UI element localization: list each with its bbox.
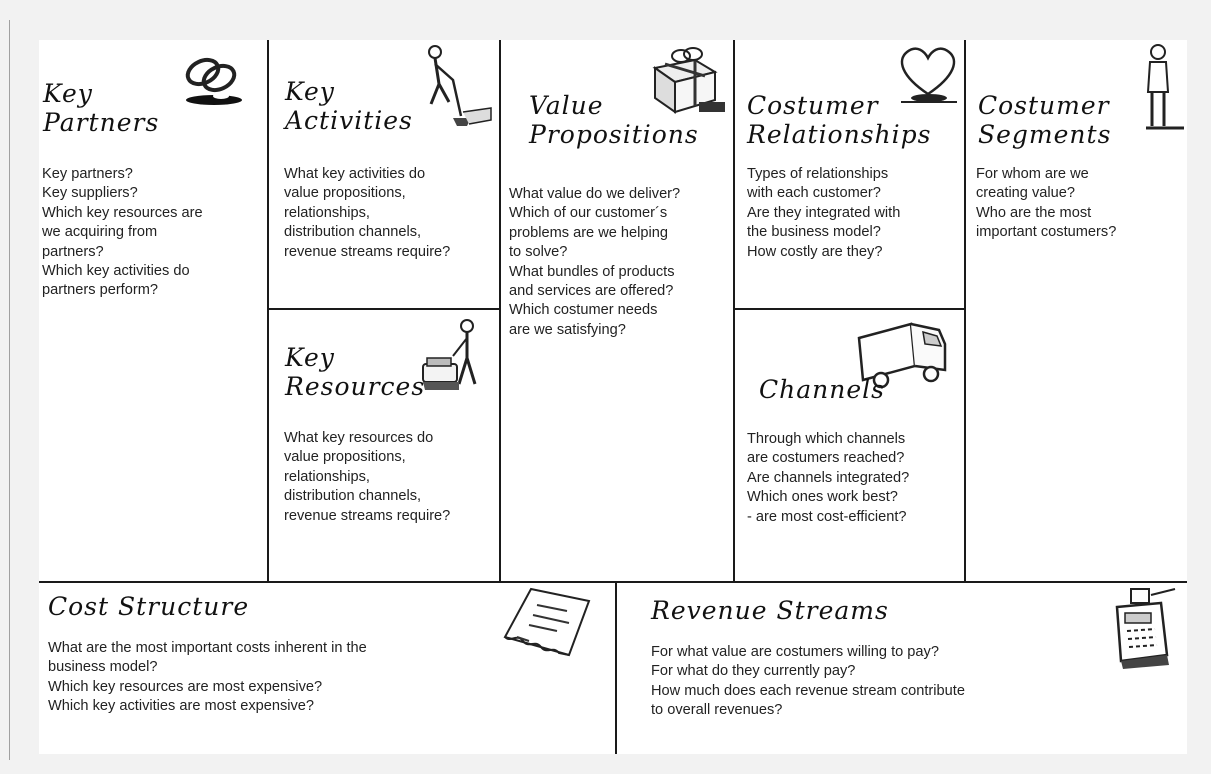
receipt-icon bbox=[497, 585, 597, 669]
cost-structure-block: Cost Structure What are the most importa… bbox=[39, 583, 615, 754]
business-model-canvas: Key Partners Key partners? Key suppliers… bbox=[39, 40, 1187, 754]
person-with-machine-icon bbox=[419, 312, 491, 398]
text-line: For what do they currently pay? bbox=[651, 663, 856, 680]
text-line: Which of our customer´s bbox=[509, 205, 668, 222]
divider-cost-revenue bbox=[615, 582, 617, 754]
text-line: Key partners? bbox=[42, 166, 133, 182]
text-line: revenue streams require? bbox=[284, 507, 451, 524]
customer-segments-text: For whom are we creating value? Who are … bbox=[976, 165, 1116, 243]
delivery-truck-icon bbox=[851, 314, 955, 396]
text-line: distribution channels, bbox=[284, 224, 422, 241]
text-line: What key activities do bbox=[284, 166, 426, 182]
divider-top-bottom bbox=[39, 581, 1187, 583]
key-partners-title: Key Partners bbox=[43, 79, 160, 137]
channels-block: Channels Through which channels are cost… bbox=[735, 310, 964, 581]
text-line: Which key resources are most expensive? bbox=[48, 678, 323, 695]
customer-relationships-title: Costumer Relationships bbox=[747, 91, 932, 149]
text-line: partners? bbox=[42, 243, 104, 260]
divider-relationships-channels bbox=[734, 308, 965, 310]
text-line: to solve? bbox=[509, 244, 568, 261]
customer-segments-title: Costumer Segments bbox=[978, 91, 1112, 149]
channels-text: Through which channels are costumers rea… bbox=[747, 430, 909, 527]
text-line: and services are offered? bbox=[509, 283, 674, 300]
cost-structure-title: Cost Structure bbox=[48, 592, 250, 621]
key-activities-block: Key Activities What key activities do va… bbox=[269, 40, 499, 308]
text-line: distribution channels, bbox=[284, 488, 422, 505]
text-line: Types of relationships bbox=[747, 166, 889, 182]
text-line: Key suppliers? bbox=[42, 185, 138, 202]
value-propositions-text: What value do we deliver? Which of our c… bbox=[509, 185, 680, 340]
text-line: important costumers? bbox=[976, 224, 1117, 241]
divider-activities-value bbox=[499, 40, 501, 582]
text-line: are we satisfying? bbox=[509, 321, 626, 338]
text-line: Are channels integrated? bbox=[747, 469, 910, 486]
key-activities-title: Key Activities bbox=[285, 77, 413, 135]
text-line: Which key resources are bbox=[42, 204, 203, 221]
text-line: are costumers reached? bbox=[747, 450, 905, 467]
text-line: business model? bbox=[48, 659, 158, 676]
window-frame-edge bbox=[9, 20, 10, 760]
text-line: Which ones work best? bbox=[747, 489, 898, 506]
text-line: What bundles of products bbox=[509, 263, 675, 280]
text-line: Are they integrated with bbox=[747, 204, 901, 221]
channels-title: Channels bbox=[759, 375, 885, 404]
revenue-streams-block: Revenue Streams For what value are costu… bbox=[617, 583, 1187, 754]
text-line: Who are the most bbox=[976, 204, 1092, 221]
standing-person-icon bbox=[1136, 42, 1184, 134]
text-line: For what value are costumers willing to … bbox=[651, 644, 939, 660]
text-line: we acquiring from bbox=[42, 224, 158, 241]
divider-partners-activities bbox=[267, 40, 269, 582]
text-line: What key resources do bbox=[284, 430, 434, 446]
text-line: Which key activities are most expensive? bbox=[48, 698, 315, 715]
text-line: What value do we deliver? bbox=[509, 186, 681, 202]
customer-relationships-block: Costumer Relationships Types of relation… bbox=[735, 40, 964, 308]
text-line: - are most cost-efficient? bbox=[747, 508, 907, 525]
text-line: problems are we helping bbox=[509, 224, 668, 241]
text-line: to overall revenues? bbox=[651, 702, 783, 719]
person-digging-icon bbox=[413, 42, 495, 132]
key-partners-block: Key Partners Key partners? Key suppliers… bbox=[39, 40, 267, 581]
text-line: partners perform? bbox=[42, 282, 158, 299]
customer-relationships-text: Types of relationships with each custome… bbox=[747, 165, 900, 262]
key-resources-title: Key Resources bbox=[285, 343, 426, 401]
text-line: How much does each revenue stream contri… bbox=[651, 682, 965, 699]
divider-relationships-segments bbox=[964, 40, 966, 582]
text-line: Through which channels bbox=[747, 431, 906, 447]
heart-icon bbox=[891, 42, 964, 108]
divider-value-relationships bbox=[733, 40, 735, 582]
cash-register-icon bbox=[1103, 585, 1185, 671]
text-line: revenue streams require? bbox=[284, 243, 451, 260]
value-propositions-title: Value Propositions bbox=[529, 91, 699, 149]
text-line: relationships, bbox=[284, 468, 370, 485]
text-line: What are the most important costs inhere… bbox=[48, 640, 367, 656]
divider-activities-resources bbox=[268, 308, 500, 310]
revenue-streams-title: Revenue Streams bbox=[651, 596, 889, 625]
text-line: value propositions, bbox=[284, 185, 406, 202]
key-partners-text: Key partners? Key suppliers? Which key r… bbox=[42, 165, 203, 301]
text-line: with each customer? bbox=[747, 185, 881, 202]
text-line: Which key activities do bbox=[42, 263, 190, 280]
customer-segments-block: Costumer Segments For whom are we creati… bbox=[966, 40, 1187, 581]
text-line: the business model? bbox=[747, 224, 881, 241]
linked-rings-icon bbox=[169, 48, 249, 108]
gift-box-icon bbox=[641, 42, 729, 122]
revenue-streams-text: For what value are costumers willing to … bbox=[651, 643, 965, 721]
text-line: For whom are we bbox=[976, 166, 1089, 182]
cost-structure-text: What are the most important costs inhere… bbox=[48, 639, 367, 717]
value-propositions-block: Value Propositions What value do we deli… bbox=[501, 40, 733, 581]
key-resources-block: Key Resources What key resources do valu… bbox=[269, 310, 499, 581]
text-line: Which costumer needs bbox=[509, 302, 658, 319]
key-activities-text: What key activities do value proposition… bbox=[284, 165, 450, 262]
text-line: relationships, bbox=[284, 204, 370, 221]
text-line: value propositions, bbox=[284, 449, 406, 466]
key-resources-text: What key resources do value propositions… bbox=[284, 429, 450, 526]
text-line: How costly are they? bbox=[747, 243, 883, 260]
text-line: creating value? bbox=[976, 185, 1075, 202]
